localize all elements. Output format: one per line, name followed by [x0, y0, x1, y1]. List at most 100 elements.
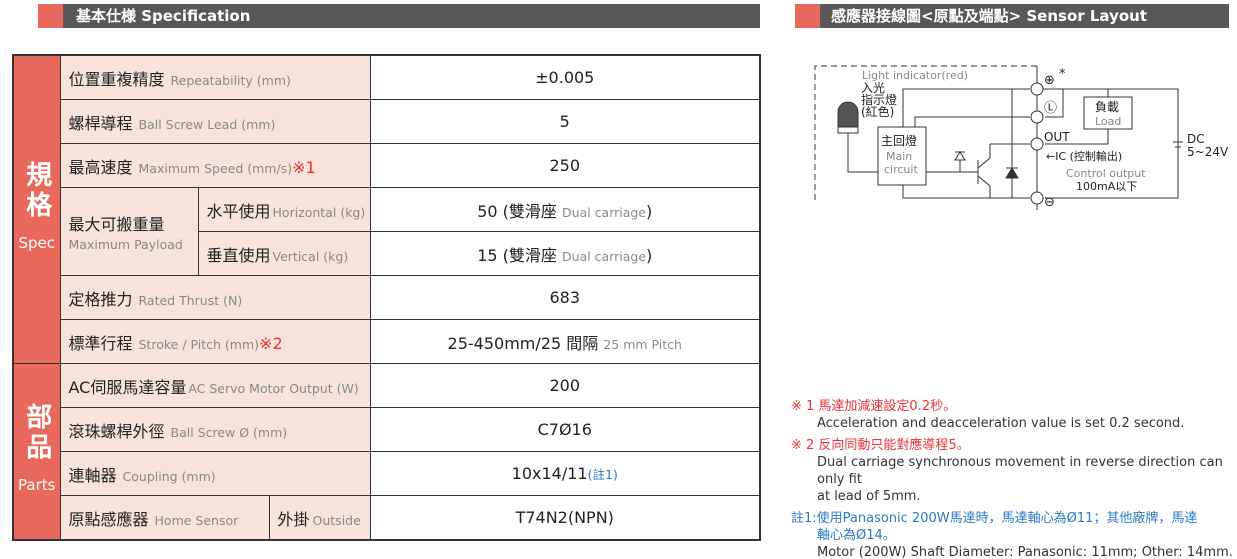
home-sub-en: Outside [312, 512, 361, 528]
horizontal-value: 50 (雙滑座 Dual carriage) [369, 187, 761, 232]
payload-h-value-en: Dual carriage [562, 204, 647, 220]
indicator-led-icon [837, 101, 859, 128]
diagram-dc: DC [1187, 132, 1205, 146]
footnotes: ※ 1 馬達加減速設定0.2秒。 Acceleration and deacce… [791, 398, 1237, 559]
row-label: 滾珠螺桿外徑 Ball Screw Ø (mm) [59, 407, 371, 452]
comment-1-en: Motor (200W) Shaft Diameter: Panasonic: … [817, 545, 1233, 559]
note-2-en-cont: at lead of 5mm. [817, 489, 921, 504]
payload-en: Maximum Payload [68, 237, 183, 252]
row-value: 10x14/11(註1) [369, 451, 761, 496]
row-value: 200 [369, 363, 761, 408]
home-en: Home Sensor [154, 512, 239, 528]
diagram-main-zh: 主回燈 [881, 133, 917, 148]
rows-0-zh: 位置重複精度 [68, 69, 165, 89]
payload-v-value: 15 (雙滑座 [477, 245, 557, 265]
wire [847, 88, 1109, 199]
main-circuit-box [877, 126, 927, 186]
rows-3-zh: 定格推力 [68, 289, 133, 309]
diagram-l: Ⓛ [1044, 101, 1057, 116]
diagram-ctrl-val: 100mA以下 [1076, 180, 1137, 193]
rows-2-mark: ※1 [292, 157, 316, 177]
rows-0-en: Repeatability (mm) [170, 72, 291, 88]
row-label: 最高速度 Maximum Speed (mm/s)※1 [59, 143, 371, 188]
table-row: 最高速度 Maximum Speed (mm/s)※1 250 [13, 143, 761, 188]
group-parts-zh: 部品 [21, 403, 52, 463]
home-sensor-label: 原點感應器 Home Sensor [59, 495, 270, 541]
payload-v-): ) [646, 245, 653, 265]
rows-6-zh: 滾珠螺桿外徑 [68, 421, 165, 441]
payload-v-en: Vertical (kg) [272, 248, 349, 264]
rows-6-en: Ball Screw Ø (mm) [170, 424, 288, 440]
rows-4-mark: ※2 [259, 333, 283, 353]
rows-4-value: 25-450mm/25 間隔 [447, 333, 599, 353]
sensor-housing-dashed [814, 65, 1037, 200]
sensor-header-title: 感應器接線圖<原點及端點> Sensor Layout [831, 7, 1148, 25]
diagram-load-en: Load [1095, 115, 1121, 128]
diagram-main-en2: circuit [884, 163, 918, 176]
diagram-plus: ⊕ [1044, 73, 1055, 88]
rows-1-zh: 螺桿導程 [68, 113, 133, 133]
diagram-light-zh2: 指示燈 [861, 92, 897, 107]
group-parts: 部品 Parts [12, 363, 61, 541]
payload-zh: 最大可搬重量 [68, 215, 165, 234]
note-2-en: Dual carriage synchronous movement in re… [817, 455, 1223, 487]
payload-v-zh: 垂直使用 [206, 245, 271, 265]
diagram-volt: 5~24V [1187, 145, 1229, 159]
home-zh: 原點感應器 [68, 509, 149, 529]
row-label: 位置重複精度 Repeatability (mm) [59, 54, 371, 100]
diagram-main-en1: Main [886, 150, 912, 163]
diagram-ctrl-en: Control output [1066, 167, 1146, 180]
rows-4-en: Stroke / Pitch (mm) [138, 336, 260, 352]
payload-h-en: Horizontal (kg) [272, 204, 366, 220]
row-value: 5 [369, 99, 761, 144]
payload-h-zh: 水平使用 [206, 201, 271, 221]
note-1-zh: ※ 1 馬達加減速設定0.2秒。 [791, 399, 957, 414]
load-box [1083, 96, 1133, 130]
payload-h-): ) [646, 201, 653, 221]
table-row: 滾珠螺桿外徑 Ball Screw Ø (mm) C7Ø16 [13, 407, 761, 452]
rows-7-note: (註1) [587, 467, 618, 482]
row-value: 250 [369, 143, 761, 188]
diagram-light-zh3: (紅色) [861, 105, 894, 119]
header-accent [38, 4, 63, 28]
group-parts-en: Parts [18, 476, 56, 494]
diagram-out: OUT [1044, 130, 1070, 144]
rows-1-en: Ball Screw Lead (mm) [138, 116, 276, 132]
table-row: 螺桿導程 Ball Screw Lead (mm) 5 [13, 99, 761, 144]
payload-v-value-en: Dual carriage [562, 248, 647, 264]
diagram-minus: ⊖ [1044, 195, 1055, 210]
zener-diode-icon [954, 151, 966, 172]
rows-3-en: Rated Thrust (N) [138, 292, 243, 308]
spec-header: 基本仕様 Specification [38, 4, 760, 28]
sensor-header: 感應器接線圖<原點及端點> Sensor Layout [795, 4, 1229, 28]
note-2-zh: ※ 2 反向同動只能對應導程5。 [791, 438, 970, 453]
transistor-icon [960, 144, 991, 198]
diagram-load-zh: 負載 [1095, 100, 1119, 114]
rows-2-en: Maximum Speed (mm/s) [138, 160, 293, 176]
rows-5-en: AC Servo Motor Output (W) [188, 380, 359, 396]
payload-h-value: 50 (雙滑座 [477, 201, 557, 221]
vertical-value: 15 (雙滑座 Dual carriage) [369, 231, 761, 276]
rows-7-value: 10x14/11 [511, 464, 588, 483]
note-1-en: Acceleration and deacceleration value is… [817, 416, 1185, 431]
rows-2-zh: 最高速度 [68, 157, 133, 177]
row-value: C7Ø16 [369, 407, 761, 452]
rows-7-zh: 連軸器 [68, 465, 117, 485]
wire [1037, 88, 1179, 199]
spec-header-title: 基本仕様 Specification [76, 7, 251, 25]
